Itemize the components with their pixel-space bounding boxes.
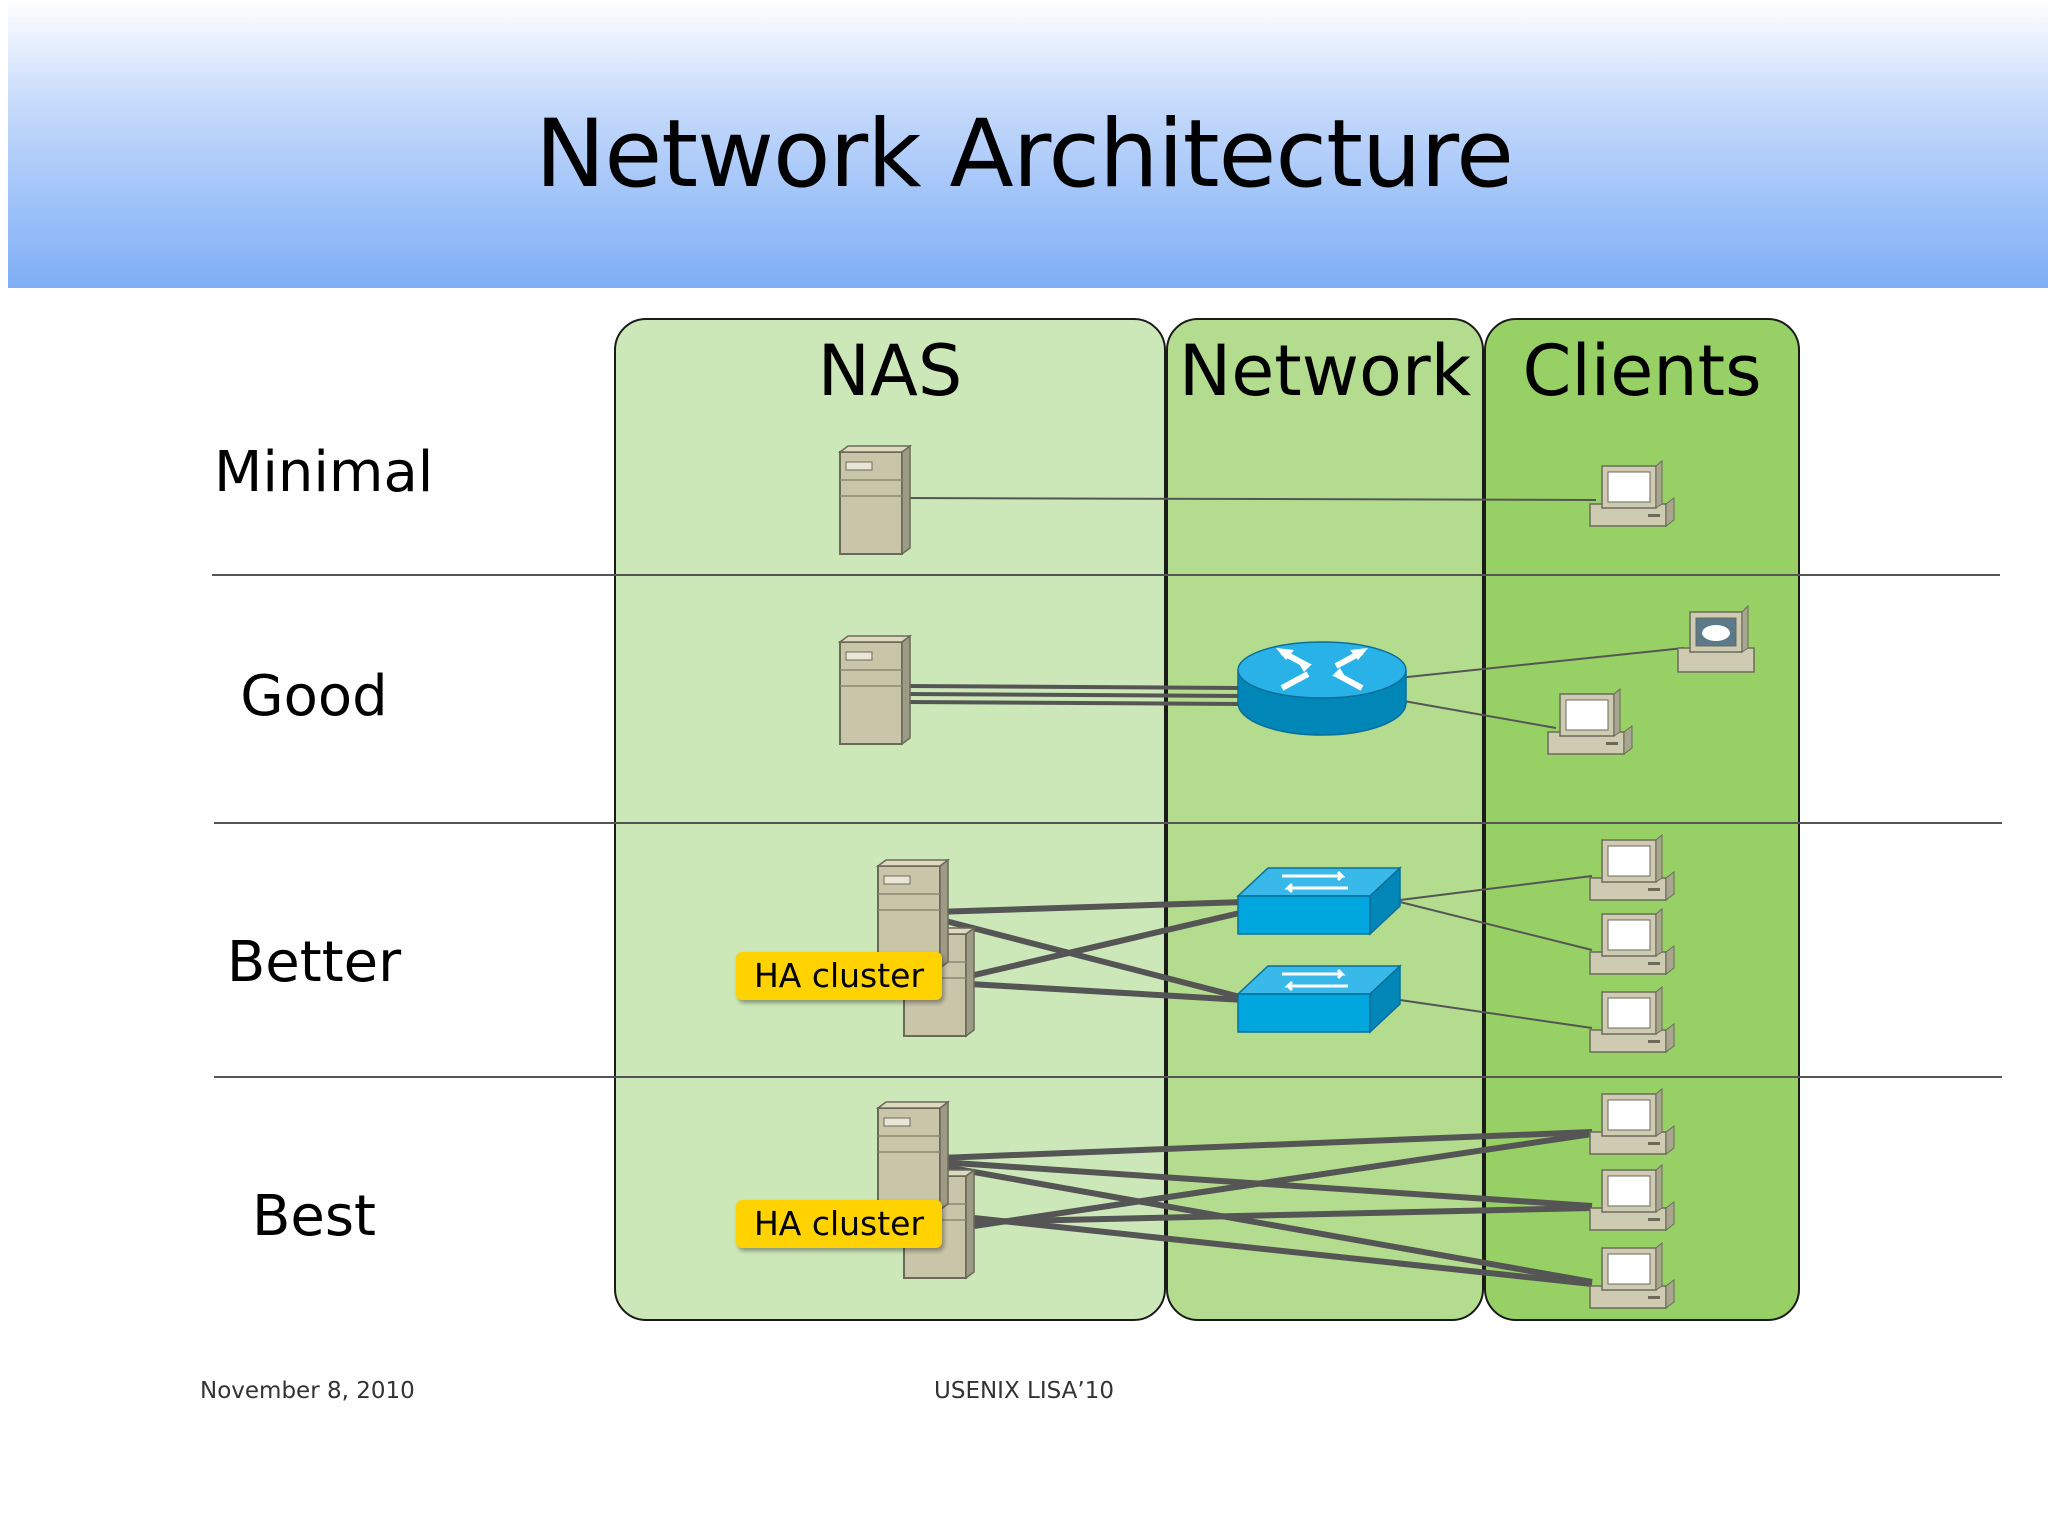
- server-icon: [839, 445, 911, 555]
- server-icon: [877, 1101, 949, 1211]
- workstation-icon: [1589, 1088, 1675, 1155]
- nas-column-title: NAS: [817, 330, 963, 412]
- ha-cluster-badge: HA cluster: [736, 1200, 942, 1248]
- workstation-icon: [1589, 1242, 1675, 1309]
- row-label-better: Better: [226, 930, 402, 995]
- workstation-icon: [1677, 604, 1755, 673]
- switch-icon: [1236, 866, 1402, 936]
- slide-title: Network Architecture: [535, 100, 1514, 209]
- row-separator: [212, 574, 2000, 576]
- ha-cluster-badge: HA cluster: [736, 952, 942, 1000]
- clients-column-title: Clients: [1522, 330, 1762, 412]
- row-label-good: Good: [240, 664, 388, 729]
- row-separator: [214, 1076, 2002, 1078]
- row-label-best: Best: [251, 1184, 376, 1249]
- router-icon: [1237, 641, 1407, 736]
- workstation-icon: [1589, 1164, 1675, 1231]
- switch-icon: [1236, 964, 1402, 1034]
- footer-conference: USENIX LISA’10: [934, 1378, 1114, 1404]
- workstation-icon: [1589, 834, 1675, 901]
- title-banner: [8, 0, 2048, 288]
- row-label-minimal: Minimal: [214, 440, 434, 505]
- server-icon: [839, 635, 911, 745]
- network-column: [1166, 318, 1484, 1321]
- workstation-icon: [1589, 986, 1675, 1053]
- workstation-icon: [1547, 688, 1633, 755]
- row-separator: [214, 822, 2002, 824]
- footer-date: November 8, 2010: [200, 1378, 415, 1404]
- workstation-icon: [1589, 460, 1675, 527]
- network-column-title: Network: [1178, 330, 1472, 412]
- workstation-icon: [1589, 908, 1675, 975]
